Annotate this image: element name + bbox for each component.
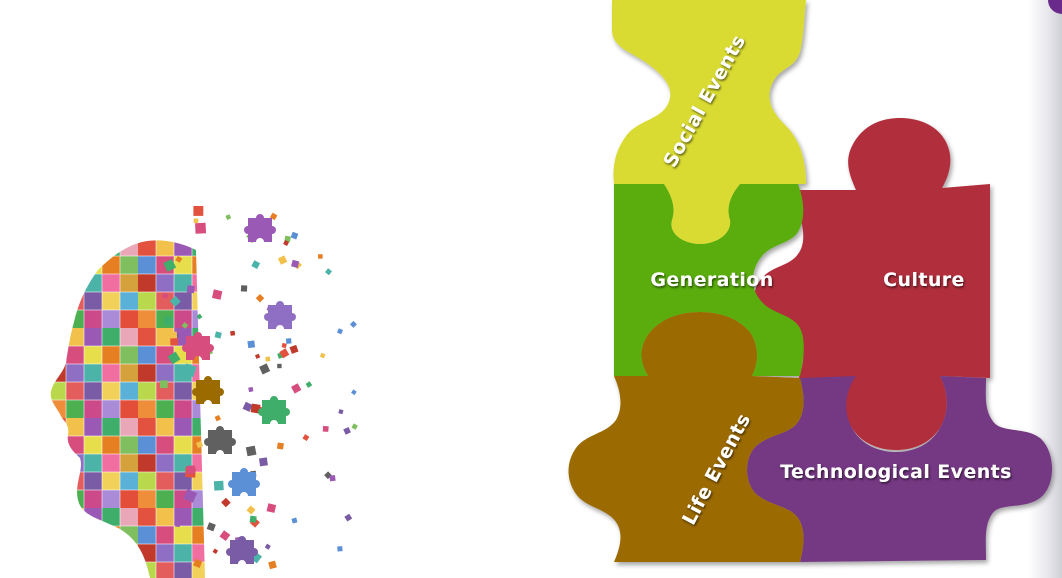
puzzle-fragment [247, 340, 256, 349]
generation-piece [614, 184, 804, 376]
puzzle-fragment [277, 255, 288, 265]
puzzle-fragment [265, 356, 271, 362]
puzzle-fragment [240, 285, 248, 292]
puzzle-piece-icon [244, 214, 276, 242]
puzzle-fragment [277, 363, 282, 369]
puzzle-fragment [175, 255, 183, 263]
puzzle-fragment [183, 488, 198, 503]
puzzle-fragment [221, 497, 231, 508]
puzzle-fragment [343, 426, 351, 435]
puzzle-fragment [175, 521, 181, 528]
puzzle-fragment [283, 240, 290, 246]
puzzle-fragment [248, 386, 254, 393]
puzzle-fragment [170, 331, 178, 339]
puzzle-fragment [276, 442, 284, 450]
puzzle-fragment [291, 517, 298, 524]
puzzle-fragment [186, 285, 195, 294]
puzzle-head-icon [50, 240, 206, 578]
puzzle-fragment [246, 505, 256, 515]
puzzle-fragment [160, 380, 168, 389]
puzzle-fragment [195, 440, 204, 449]
puzzle-piece-icon [204, 426, 236, 454]
puzzle-fragment [302, 434, 310, 442]
puzzle-fragment [225, 214, 232, 220]
puzzle-fragment [169, 295, 181, 307]
puzzle-fragment [318, 254, 323, 259]
puzzle-piece-icon [182, 332, 214, 360]
social-events-piece [612, 0, 806, 244]
puzzle-piece-icon [192, 376, 224, 404]
culture-piece [754, 118, 990, 450]
puzzle-fragment [266, 503, 277, 513]
puzzle-fragment [163, 258, 177, 272]
puzzle-fragment [289, 344, 299, 354]
puzzle-fragment [182, 363, 197, 378]
scattered-puzzle-pieces [160, 206, 358, 570]
puzzle-piece-icon [228, 468, 260, 496]
puzzle-fragment [212, 289, 223, 300]
puzzle-fragment [258, 457, 268, 467]
puzzle-fragment [351, 423, 358, 430]
puzzle-fragment [193, 558, 203, 568]
puzzle-fragment [259, 363, 271, 375]
life-events-piece [568, 312, 804, 562]
puzzle-fragment [219, 530, 231, 542]
puzzle-fragment [195, 222, 207, 234]
puzzle-fragment [161, 292, 169, 300]
puzzle-fragment [351, 389, 357, 396]
puzzle-fragment [242, 401, 253, 412]
puzzle-fragment [329, 475, 336, 482]
puzzle-fragment [230, 330, 236, 336]
puzzle-fragment [255, 293, 265, 303]
puzzle-fragment [186, 465, 196, 475]
puzzle-fragment [193, 206, 204, 216]
puzzle-fragment [281, 342, 287, 349]
puzzle-fragment [213, 480, 224, 491]
puzzle-fragment [214, 331, 222, 339]
puzzle-fragment [344, 513, 353, 522]
puzzle-piece-icon [264, 301, 296, 329]
puzzle-fragment [196, 313, 203, 320]
puzzle-fragment [290, 231, 299, 240]
puzzle-graphic [568, 0, 1052, 562]
puzzle-fragment [249, 515, 257, 523]
puzzle-fragment [291, 383, 302, 394]
puzzle-fragment [167, 351, 181, 365]
puzzle-fragment [264, 543, 271, 550]
puzzle-fragment [319, 352, 326, 359]
puzzle-fragment [305, 381, 313, 388]
puzzle-fragment [163, 316, 174, 326]
puzzle-fragment [245, 445, 257, 457]
puzzle-piece-icon [258, 396, 290, 424]
generation-label: Generation [650, 269, 773, 291]
puzzle-fragment [279, 348, 290, 359]
puzzle-fragment [285, 338, 292, 344]
puzzle-fragment [193, 218, 199, 224]
culture-label: Culture [883, 269, 965, 291]
puzzle-fragment [322, 425, 329, 432]
puzzle-fragment [338, 409, 344, 415]
technological-events-label: Technological Events [780, 461, 1012, 483]
puzzle-fragment [337, 328, 343, 335]
puzzle-fragment [206, 522, 216, 532]
puzzle-fragment [291, 259, 300, 268]
puzzle-fragment [337, 546, 343, 552]
puzzle-fragment [268, 560, 277, 570]
puzzle-fragment [212, 548, 219, 555]
puzzle-fragment [324, 268, 333, 276]
puzzle-fragment [349, 320, 357, 328]
puzzle-fragment [251, 260, 261, 270]
puzzle-fragment [181, 322, 189, 329]
puzzle-fragment [214, 414, 221, 422]
puzzle-fragment [250, 403, 261, 414]
technological-events-piece [747, 376, 1052, 562]
puzzle-fragment [170, 337, 178, 346]
puzzle-piece-icon [226, 536, 258, 564]
puzzle-fragment [254, 353, 261, 359]
